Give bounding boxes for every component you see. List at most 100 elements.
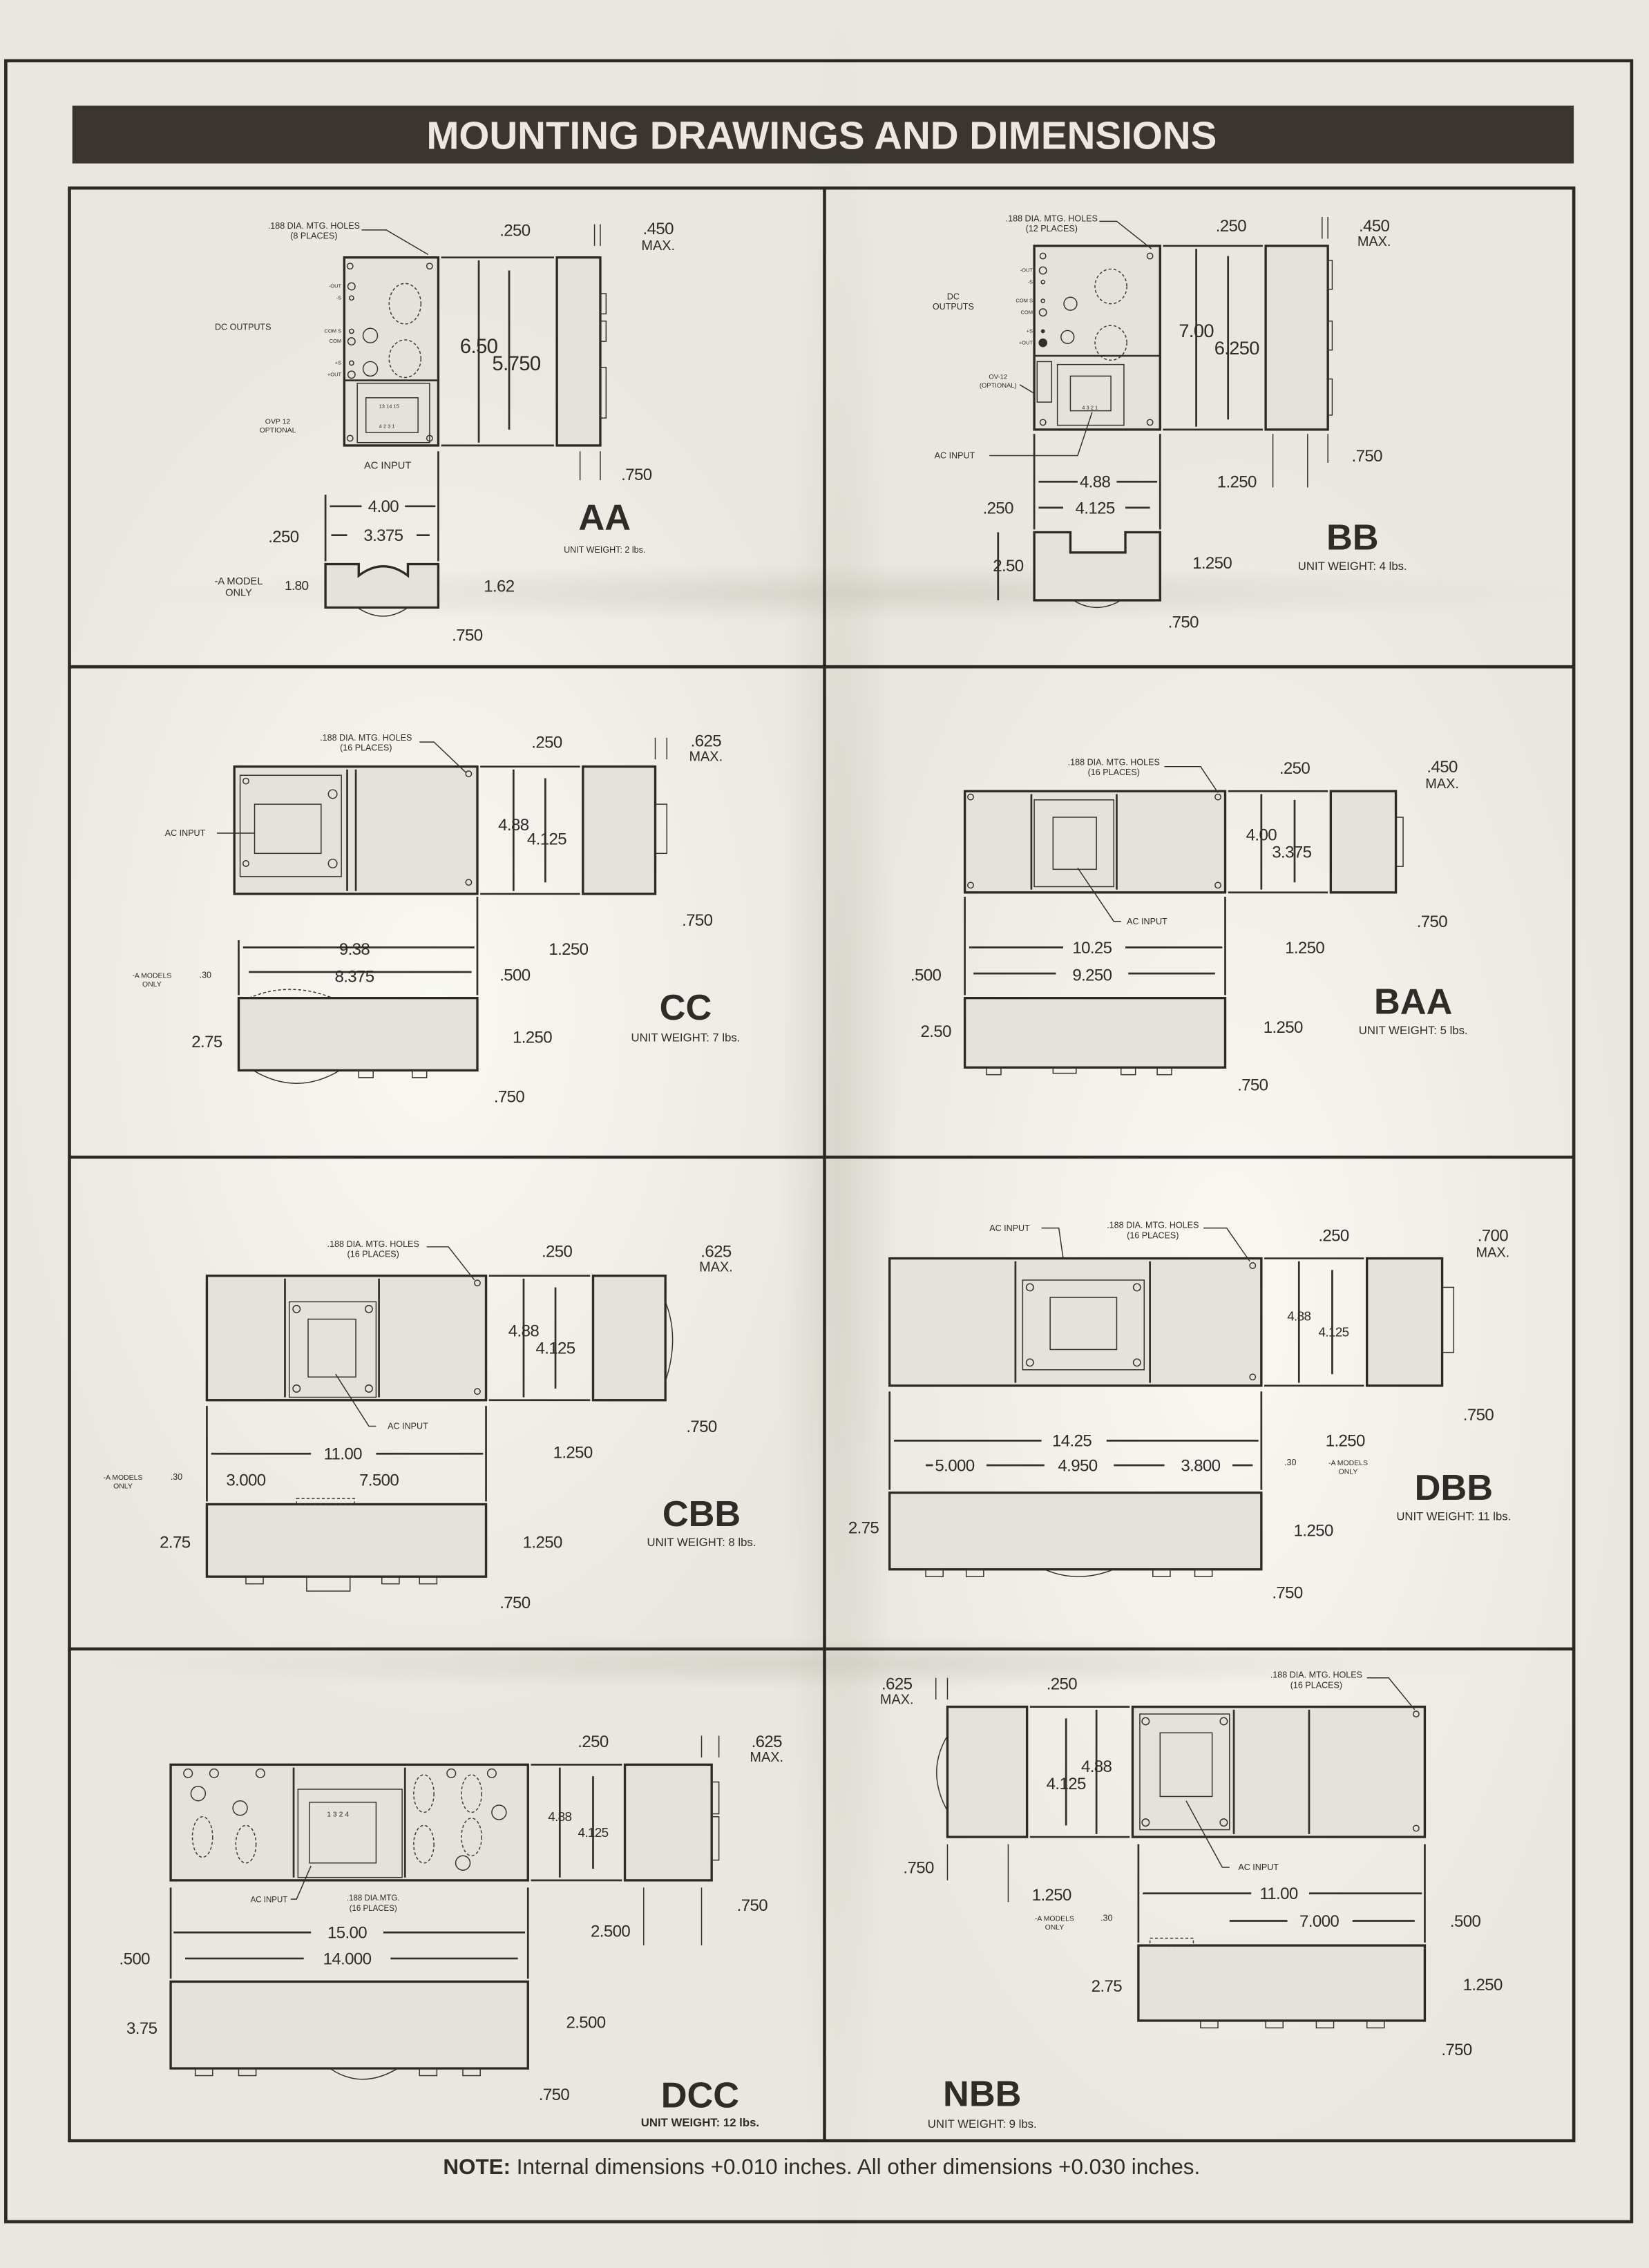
- cbb-unit-weight: UNIT WEIGHT: 8 lbs.: [647, 1536, 756, 1549]
- cc-dimension: .30: [200, 970, 211, 980]
- dcc-dimension: 4.88: [548, 1809, 571, 1824]
- bb-holes-label: .188 DIA. MTG. HOLES: [1006, 213, 1098, 223]
- cbb-a-models-label: -A MODELS: [104, 1474, 143, 1482]
- bb-pin-label: -OUT: [1020, 267, 1033, 274]
- dbb-side-view: [1264, 1257, 1455, 1387]
- dbb-unit-weight: UNIT WEIGHT: 11 lbs.: [1396, 1510, 1511, 1523]
- aa-ac-input-label: AC INPUT: [364, 460, 411, 471]
- page-title: MOUNTING DRAWINGS AND DIMENSIONS: [426, 114, 1217, 158]
- baa-dimension: .250: [1279, 759, 1310, 778]
- cbb-dimension: .30: [171, 1472, 182, 1482]
- bb-pin-label: COM: [1020, 309, 1033, 315]
- dcc-dimension: .750: [539, 2086, 570, 2104]
- nbb-dimension: .250: [1047, 1675, 1078, 1694]
- dcc-side-view: [531, 1735, 720, 1946]
- aa-ovp-label: OVP 12: [265, 418, 291, 426]
- bb-dimension: .750: [1168, 613, 1199, 632]
- cbb-bottom-view: [205, 1406, 488, 1592]
- baa-side-view: [1228, 790, 1404, 894]
- aa-side-view: [441, 224, 607, 481]
- aa-ovp-label: OPTIONAL: [260, 427, 296, 435]
- aa-dimension: 3.375: [363, 526, 403, 545]
- nbb-dimension: .30: [1100, 1914, 1112, 1923]
- dbb-dimension: 4.88: [1287, 1309, 1310, 1324]
- outer-border: [4, 59, 1634, 2224]
- bb-dimension: 6.250: [1214, 337, 1259, 359]
- nbb-holes-label: (16 PLACES): [1290, 1680, 1342, 1690]
- nbb-dimension: .750: [903, 1858, 934, 1877]
- dcc-terminal-numbers: 1 3 2 4: [327, 1811, 349, 1819]
- baa-dimension: 9.250: [1072, 966, 1112, 985]
- dbb-dimension: 4.125: [1319, 1325, 1349, 1340]
- bb-dimension: 4.125: [1076, 499, 1115, 517]
- baa-model-name: BAA: [1374, 982, 1452, 1022]
- bb-pin-label: +OUT: [1019, 339, 1033, 345]
- cbb-dimension: MAX.: [699, 1259, 733, 1275]
- cc-bottom-view: [237, 897, 479, 1084]
- dbb-dimension: .700: [1478, 1226, 1509, 1245]
- aa-dimension: .750: [621, 466, 652, 484]
- cbb-dimension: .250: [542, 1242, 573, 1261]
- bb-dimension: .450: [1359, 217, 1390, 236]
- cbb-dimension: 1.250: [523, 1533, 562, 1552]
- cbb-ac-input-label: AC INPUT: [388, 1422, 428, 1431]
- cc-dimension: MAX.: [689, 749, 723, 764]
- baa-dimension: .750: [1417, 913, 1448, 931]
- dcc-holes-label: (16 PLACES): [350, 1905, 397, 1913]
- bb-ovp-label: OV-12: [989, 373, 1007, 381]
- dbb-a-models-label: ONLY: [1339, 1469, 1358, 1476]
- nbb-dimension: 11.00: [1259, 1885, 1298, 1903]
- cbb-dimension: 11.00: [324, 1445, 363, 1464]
- bb-pin-label: +S: [1027, 328, 1033, 334]
- dbb-holes-label: (16 PLACES): [1127, 1230, 1179, 1240]
- nbb-front-view: [1131, 1705, 1427, 1838]
- cbb-dimension: 7.500: [359, 1471, 399, 1489]
- dcc-dimension: 2.500: [566, 2013, 605, 2032]
- aa-pin-label: +S: [335, 360, 341, 366]
- panel-cc: .188 DIA. MTG. HOLES (16 PLACES) AC INPU…: [132, 732, 740, 1106]
- nbb-side-view: [935, 1677, 1130, 1903]
- cbb-front-view: [205, 1275, 488, 1402]
- aa-dimension: 6.50: [460, 335, 498, 358]
- baa-dimension: .750: [1237, 1076, 1268, 1095]
- dbb-dimension: MAX.: [1476, 1245, 1510, 1260]
- dcc-model-name: DCC: [661, 2076, 739, 2116]
- cbb-dimension: 3.000: [226, 1471, 265, 1489]
- cc-dimension: 4.125: [527, 830, 566, 849]
- nbb-dimension: 1.250: [1463, 1976, 1503, 1994]
- cc-ac-input-label: AC INPUT: [165, 828, 206, 838]
- nbb-bottom-view: [1137, 1844, 1427, 2029]
- cc-side-view: [480, 737, 668, 895]
- cbb-dimension: 1.250: [553, 1444, 593, 1462]
- aa-a-model-label: ONLY: [225, 588, 252, 599]
- dcc-front-view: 1 3 2 4: [169, 1763, 529, 1882]
- bb-dimension: 2.50: [993, 557, 1024, 575]
- baa-dimension: MAX.: [1425, 776, 1459, 792]
- bb-dimension: 7.00: [1179, 320, 1214, 341]
- dbb-dimension: .30: [1284, 1458, 1296, 1467]
- dbb-dimension: 2.75: [848, 1518, 879, 1537]
- aa-dc-outputs-label: DC OUTPUTS: [215, 322, 271, 332]
- panel-bb: -OUT -S COM S COM +S +OUT 4 3 2 1 .188 D…: [933, 213, 1407, 631]
- baa-ac-input-label: AC INPUT: [1127, 917, 1167, 926]
- baa-dimension: 4.00: [1246, 826, 1277, 844]
- dbb-dimension: 1.250: [1294, 1522, 1333, 1541]
- dcc-dimension: .500: [120, 1950, 151, 1968]
- dbb-dimension: 14.25: [1052, 1432, 1092, 1451]
- bb-side-view: [1163, 217, 1333, 488]
- dcc-ac-input-label: AC INPUT: [251, 1896, 288, 1904]
- aa-pin-label: +OUT: [327, 371, 342, 377]
- baa-dimension: 3.375: [1272, 844, 1311, 862]
- bb-dimension: .250: [983, 499, 1014, 517]
- baa-unit-weight: UNIT WEIGHT: 5 lbs.: [1359, 1024, 1468, 1037]
- panel-dcc: 1 3 2 4 AC INPUT .188 DIA.MTG. (16 PLACE…: [120, 1733, 783, 2129]
- baa-dimension: 1.250: [1285, 939, 1324, 957]
- baa-dimension: 2.50: [921, 1022, 952, 1041]
- note-text: Internal dimensions +0.010 inches. All o…: [517, 2155, 1200, 2179]
- cbb-dimension: .625: [700, 1242, 732, 1261]
- dbb-dimension: .750: [1463, 1406, 1494, 1424]
- aa-dimension: 1.80: [285, 578, 308, 593]
- bb-dimension: 1.250: [1217, 473, 1257, 492]
- title-bar: [72, 105, 1574, 164]
